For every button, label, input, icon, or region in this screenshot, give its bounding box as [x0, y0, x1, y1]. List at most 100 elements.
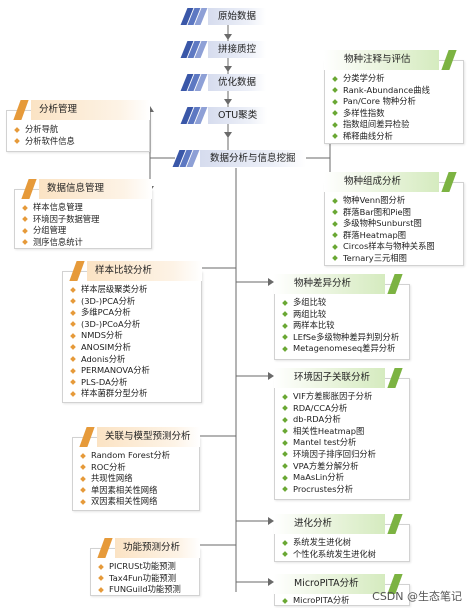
pipeline-step-label: 数据分析与信息挖掘: [200, 150, 306, 167]
list-item: VPA方差分解分析: [283, 461, 405, 473]
box-header: 物种组成分析: [324, 172, 457, 192]
box-header: 环境因子关联分析: [274, 368, 403, 388]
box-analysis-management: 分析管理 分析导航 分析软件信息: [6, 100, 150, 152]
list-item: 分组管理: [23, 225, 147, 237]
box-title: 物种注释与评估: [324, 50, 439, 70]
pipeline-step-raw: 原始数据: [180, 8, 267, 25]
list-item: ROC分析: [81, 462, 195, 474]
list-item: 群落Bar图和Pie图: [333, 207, 459, 219]
list-item: LEfSe多级物种差异判别分析: [283, 332, 405, 344]
box-title: 物种组成分析: [324, 172, 439, 192]
pipeline-step-label: 拼接质控: [208, 41, 267, 58]
list-item: 分类学分析: [333, 73, 459, 85]
box-title: 样本比较分析: [87, 261, 202, 281]
list-item: 相关性Heatmap图: [283, 426, 405, 438]
list-item: Pan/Core 物种分析: [333, 96, 459, 108]
list-item: Circos样本与物种关系图: [333, 241, 459, 253]
list-item: Metagenomeseq差异分析: [283, 343, 405, 355]
list-item: FUNGuild功能预测: [99, 584, 195, 596]
box-header: 物种差异分析: [274, 274, 403, 294]
list-item: 指数组间差异检验: [333, 119, 459, 131]
list-item: NMDS分析: [71, 330, 197, 342]
box-header: 物种注释与评估: [324, 50, 457, 70]
box-micropita: MicroPITA分析 MicroPITA分析: [274, 574, 410, 607]
box-env-factor: 环境因子关联分析 VIF方差膨胀因子分析 RDA/CCA分析 db-RDA分析 …: [274, 368, 410, 500]
pipeline-step-splice: 拼接质控: [180, 41, 267, 58]
header-tab-icon: [387, 274, 403, 294]
pipeline-step-label: 原始数据: [208, 8, 267, 25]
list-item: 群落Heatmap图: [333, 230, 459, 242]
box-header: 关联与模型预测分析: [79, 427, 200, 447]
box-title: 功能预测分析: [115, 538, 200, 558]
arrow-head: [268, 517, 274, 525]
pipeline-step-otu: OTU聚类: [180, 107, 268, 124]
box-species-composition: 物种组成分析 物种Venn图分析 群落Bar图和Pie图 多级物种Sunburs…: [324, 172, 464, 266]
arrow-head: [224, 34, 232, 40]
list-item: RDA/CCA分析: [283, 403, 405, 415]
list-item: VIF方差膨胀因子分析: [283, 391, 405, 403]
arrow-head: [224, 66, 232, 72]
list-item: (3D-)PCoA分析: [71, 319, 197, 331]
list-item: 分析软件信息: [15, 136, 145, 148]
list-item: Procrustes分析: [283, 484, 405, 496]
step-marker-icon: [180, 41, 208, 58]
box-header: 数据信息管理: [21, 179, 152, 199]
box-title: 关联与模型预测分析: [97, 427, 200, 447]
box-header: 进化分析: [274, 514, 403, 534]
box-association-model: 关联与模型预测分析 Random Forest分析 ROC分析 共现性网络 单因…: [72, 427, 200, 511]
arrow-head: [268, 278, 274, 286]
arrow-head: [224, 99, 232, 105]
list-item: PLS-DA分析: [71, 377, 197, 389]
pipeline-step-optimize: 优化数据: [180, 74, 267, 91]
list-item: 环境因子排序回归分析: [283, 449, 405, 461]
box-data-info-management: 数据信息管理 样本信息管理 环境因子数据管理 分组管理 测序信息统计: [14, 179, 152, 249]
step-marker-icon: [180, 107, 208, 124]
box-title: 环境因子关联分析: [274, 368, 385, 388]
header-tab-icon: [387, 368, 403, 388]
box-title: 分析管理: [31, 100, 150, 120]
box-header: MicroPITA分析: [274, 574, 403, 594]
list-item: 多级物种Sunburst图: [333, 218, 459, 230]
list-item: 物种Venn图分析: [333, 195, 459, 207]
step-marker-icon: [180, 74, 208, 91]
box-title: MicroPITA分析: [274, 574, 385, 594]
arrow-head: [224, 132, 232, 138]
box-header: 样本比较分析: [69, 261, 202, 281]
box-species-annotation: 物种注释与评估 分类学分析 Rank-Abundance曲线 Pan/Core …: [324, 50, 464, 144]
box-species-difference: 物种差异分析 多组比较 两组比较 两样本比较 LEfSe多级物种差异判别分析 M…: [274, 274, 410, 360]
list-item: 两组比较: [283, 309, 405, 321]
list-item: MicroPITA分析: [283, 595, 405, 607]
list-item: 两样本比较: [283, 320, 405, 332]
list-item: 多维PCA分析: [71, 307, 197, 319]
box-title: 物种差异分析: [274, 274, 385, 294]
box-function-prediction: 功能预测分析 PICRUSt功能预测 Tax4Fun功能预测 FUNGuild功…: [90, 538, 200, 596]
list-item: Ternary三元相图: [333, 253, 459, 265]
list-item: 样本菌群分型分析: [71, 388, 197, 400]
list-item: 多样性指数: [333, 108, 459, 120]
pipeline-step-label: 优化数据: [208, 74, 267, 91]
list-item: 双因素相关性网络: [81, 496, 195, 508]
list-item: 稀释曲线分析: [333, 131, 459, 143]
box-title: 进化分析: [274, 514, 385, 534]
pipeline-step-label: OTU聚类: [208, 107, 268, 124]
list-item: 分析导航: [15, 124, 145, 136]
list-item: Random Forest分析: [81, 450, 195, 462]
list-item: 共现性网络: [81, 473, 195, 485]
header-tab-icon: [387, 514, 403, 534]
list-item: 样本信息管理: [23, 202, 147, 214]
box-title: 数据信息管理: [39, 179, 152, 199]
arrow-head: [268, 578, 274, 586]
box-evolution: 进化分析 系统发生进化树 个性化系统发生进化树: [274, 514, 410, 562]
list-item: PERMANOVA分析: [71, 365, 197, 377]
list-item: Mantel test分析: [283, 437, 405, 449]
list-item: MaAsLin分析: [283, 472, 405, 484]
list-item: (3D-)PCA分析: [71, 296, 197, 308]
list-item: 测序信息统计: [23, 237, 147, 249]
list-item: PICRUSt功能预测: [99, 561, 195, 573]
list-item: 单因素相关性网络: [81, 485, 195, 497]
list-item: 个性化系统发生进化树: [283, 549, 405, 561]
list-item: 环境因子数据管理: [23, 214, 147, 226]
box-sample-comparison: 样本比较分析 样本层级聚类分析 (3D-)PCA分析 多维PCA分析 (3D-)…: [62, 261, 202, 403]
list-item: ANOSIM分析: [71, 342, 197, 354]
list-item: Rank-Abundance曲线: [333, 85, 459, 97]
